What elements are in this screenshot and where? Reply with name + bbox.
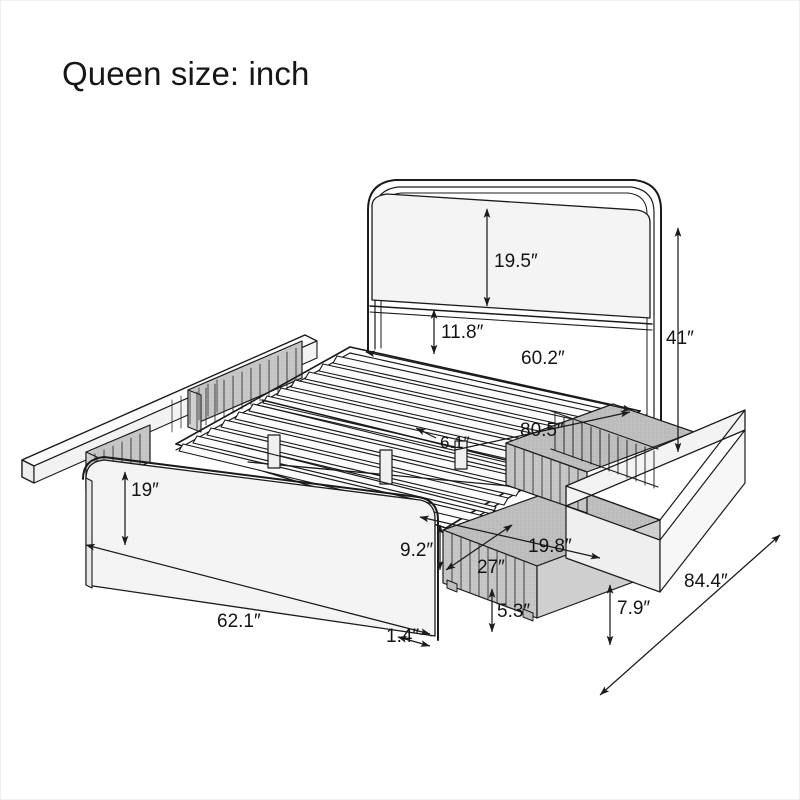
dim-label-headboard-gap-height: 11.8″ [441, 322, 484, 343]
dim-label-headboard-total-height: 41″ [666, 328, 694, 349]
dim-label-mattress-width: 60.2″ [521, 348, 565, 369]
dim-label-drawer-outer-height: 7.9″ [617, 598, 650, 619]
dim-label-deck-clearance: 9.2″ [400, 540, 433, 561]
dim-mattress-length [454, 410, 631, 451]
drawer-guide-left [171, 379, 218, 433]
dim-label-drawer-width: 19.8″ [528, 536, 572, 557]
right-side-rail [565, 409, 746, 593]
drawer-rear-left[interactable] [187, 340, 303, 433]
dim-label-slat-spacing: 6.1″ [440, 433, 470, 452]
dim-label-footboard-height: 19″ [131, 480, 159, 501]
dim-label-mattress-length: 80.5″ [520, 420, 564, 441]
dim-drawer-width [419, 515, 601, 560]
drawer-rail-guard-right [550, 410, 659, 489]
headboard [367, 179, 662, 425]
dim-mattress-width [365, 350, 633, 412]
dim-label-overall-length: 84.4″ [684, 571, 728, 592]
dim-label-drawer-inner-height: 5.3″ [497, 601, 530, 622]
dim-label-rail-thickness: 1.4″ [386, 626, 419, 647]
dim-overall-length [599, 534, 781, 696]
dim-overall-width [85, 543, 431, 635]
dim-slat-spacing [415, 427, 437, 439]
dim-label-headboard-panel-height: 19.5″ [494, 251, 538, 272]
dim-label-overall-width: 62.1″ [217, 611, 261, 632]
page-title: Queen size: inch [62, 55, 310, 92]
dim-label-drawer-depth: 27″ [477, 557, 505, 578]
dim-rail-thickness [397, 636, 431, 647]
